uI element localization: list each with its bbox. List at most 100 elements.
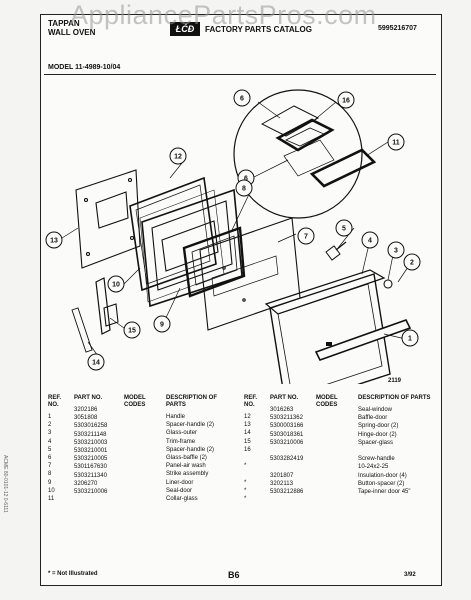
- desc-cell: 10-24x2-25: [358, 464, 389, 471]
- callout-label: 5: [342, 226, 346, 233]
- desc-cell: Trim-frame: [166, 438, 196, 445]
- part-cell: 3202186: [74, 407, 98, 413]
- part-cell: 5303211148: [74, 431, 107, 438]
- desc-cell: Tape-inner door 45": [358, 488, 411, 495]
- callout-10: [107, 275, 125, 293]
- ref-cell: 13: [244, 422, 251, 429]
- door-spring-part: [71, 307, 93, 353]
- trim-frame-part: [264, 269, 386, 315]
- part-cell: 3206270: [74, 480, 98, 487]
- desc-cell: Insulation-door (4): [358, 472, 407, 479]
- part-cell: 3201807: [270, 472, 294, 479]
- door-assembly-illustration: 6 16 11 6 12 8 7 5 4 3 2 1 9 10 13 15 14: [45, 89, 421, 384]
- ref-cell: 9: [48, 479, 52, 486]
- callout-label: 14: [92, 360, 100, 367]
- ref-cell: 4: [48, 438, 52, 445]
- callout-1: [401, 329, 419, 347]
- callout-16: [337, 91, 355, 109]
- callout-label: 10: [112, 282, 120, 289]
- collar-glass-part: [275, 118, 335, 152]
- model-header: MODEL CODES: [124, 395, 146, 408]
- door-handle-part: [314, 319, 412, 361]
- desc-cell: Collar-glass: [166, 495, 198, 502]
- header-divider: [44, 74, 436, 75]
- desc-cell: Screw-handle: [358, 456, 395, 463]
- ref-cell: 10: [48, 487, 55, 494]
- handle-screw-part: [325, 245, 341, 261]
- part-cell: 3202113: [270, 480, 293, 487]
- ref-cell: 11: [48, 495, 55, 502]
- ref-cell: 16: [244, 446, 251, 453]
- desc-header: DESCRIPTION OF PARTS: [358, 395, 431, 401]
- desc-cell: Strike assembly: [166, 471, 209, 478]
- callout-label: 6: [244, 176, 248, 183]
- callout-label: 13: [50, 238, 58, 245]
- callout-label: 6: [240, 96, 244, 103]
- baffle-door-inner: [95, 191, 129, 229]
- footnote: * = Not Illustrated: [48, 571, 98, 577]
- callout-7: [297, 227, 315, 245]
- ref-header: REF. NO.: [244, 395, 258, 408]
- ref-cell: *: [244, 479, 247, 486]
- part-cell: 5303212886: [270, 488, 304, 495]
- ref-cell: 14: [244, 430, 251, 437]
- ref-cell: 1: [48, 414, 52, 420]
- ref-cell: [244, 470, 268, 478]
- figure-number: 2119: [388, 378, 402, 384]
- page-number: B6: [228, 570, 240, 580]
- glass-frame-part: [182, 226, 246, 298]
- spacer-glass-part: [260, 105, 320, 137]
- callout-6-top: [233, 89, 251, 107]
- callout-13: [45, 231, 63, 249]
- part-header: PART NO.: [270, 395, 299, 401]
- site-watermark: AppliancePartsPros.com: [70, 0, 377, 30]
- part-cell: 5303018361: [270, 431, 304, 438]
- desc-cell: Glass-outer: [166, 430, 198, 437]
- callout-9: [153, 315, 171, 333]
- ref-cell: [244, 454, 268, 462]
- brand-block: TAPPAN WALL OVEN: [48, 19, 95, 37]
- desc-cell: Liner-door: [166, 479, 194, 486]
- outer-door-part: [269, 273, 391, 384]
- callout-label: 15: [128, 328, 136, 335]
- brand-name: TAPPAN: [48, 19, 80, 28]
- part-cell: 5303210006: [270, 439, 304, 446]
- model-header: MODEL CODES: [316, 395, 338, 408]
- door-hinge-part: [95, 277, 111, 335]
- desc-cell: Spacer-glass: [358, 439, 394, 446]
- desc-cell: Spring-door (2): [358, 423, 399, 430]
- callout-14: [87, 353, 105, 371]
- detail-magnifier: [233, 89, 363, 219]
- desc-cell: Handle: [166, 414, 186, 420]
- part-header: PART NO.: [74, 395, 103, 401]
- callout-8: [235, 179, 253, 197]
- baffle-door-part: [75, 169, 141, 269]
- part-cell: [270, 447, 316, 455]
- air-wash-panel-part: [199, 217, 301, 331]
- ref-cell: 8: [48, 471, 52, 478]
- model-column-right: MODEL CODES: [316, 395, 352, 409]
- callout-label: 4: [368, 238, 372, 245]
- part-cell: [270, 463, 316, 471]
- callout-11: [387, 133, 405, 151]
- callout-label: 11: [392, 140, 400, 147]
- part-cell: 5303210005: [74, 456, 108, 463]
- window-seal-part: [129, 176, 217, 292]
- product-type: WALL OVEN: [48, 28, 96, 37]
- callout-label: 9: [160, 322, 164, 329]
- handle-spacer-part: [383, 279, 393, 289]
- desc-cell: Seal-door: [166, 487, 193, 494]
- baffle-glass-part: [283, 139, 335, 177]
- callout-12: [169, 147, 187, 165]
- model-column-left: MODEL CODES: [124, 395, 160, 409]
